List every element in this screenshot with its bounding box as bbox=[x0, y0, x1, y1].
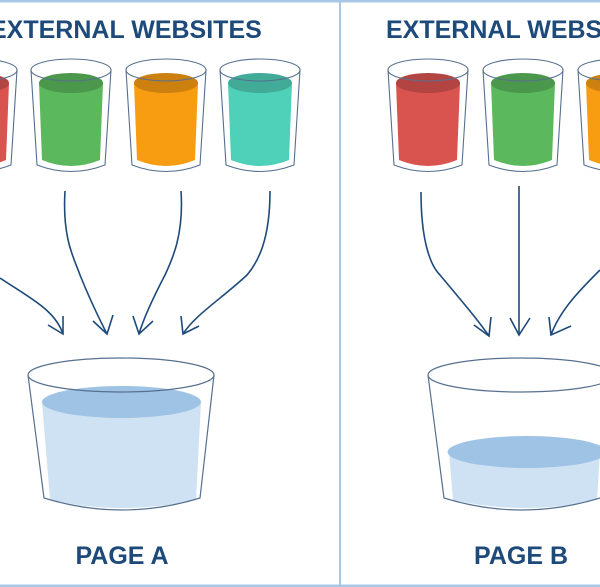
arrow bbox=[182, 190, 271, 335]
arrow bbox=[63, 190, 108, 335]
arrows bbox=[0, 186, 600, 338]
arrow-head bbox=[180, 315, 200, 336]
arrow-head bbox=[548, 316, 572, 337]
page-b-bucket bbox=[427, 357, 600, 511]
water-surface bbox=[42, 386, 201, 418]
arrow-head bbox=[132, 315, 154, 336]
arrow-head bbox=[92, 314, 114, 336]
glass bbox=[219, 58, 301, 172]
page-a-bucket bbox=[27, 357, 215, 511]
glass bbox=[30, 58, 112, 172]
arrow bbox=[138, 190, 183, 335]
arrow bbox=[0, 277, 64, 335]
glass bbox=[125, 58, 207, 172]
arrow bbox=[550, 269, 600, 336]
glass bbox=[387, 58, 469, 172]
arrow-head bbox=[47, 316, 64, 336]
glasses bbox=[0, 58, 600, 172]
glass bbox=[0, 60, 18, 170]
panel-divider bbox=[339, 0, 341, 587]
arrow-head bbox=[473, 316, 492, 338]
top-border bbox=[0, 0, 600, 3]
left-title: EXTERNAL WEBSITES bbox=[0, 16, 262, 44]
glass bbox=[577, 59, 600, 171]
arrow-head bbox=[509, 317, 531, 337]
water-surface bbox=[447, 436, 600, 468]
right-title: EXTERNAL WEBSITES bbox=[386, 16, 600, 44]
glass bbox=[482, 58, 564, 172]
arrow bbox=[420, 191, 490, 337]
bottom-border bbox=[0, 584, 600, 587]
page-b-label: PAGE B bbox=[474, 542, 568, 570]
page-a-label: PAGE A bbox=[75, 542, 168, 570]
